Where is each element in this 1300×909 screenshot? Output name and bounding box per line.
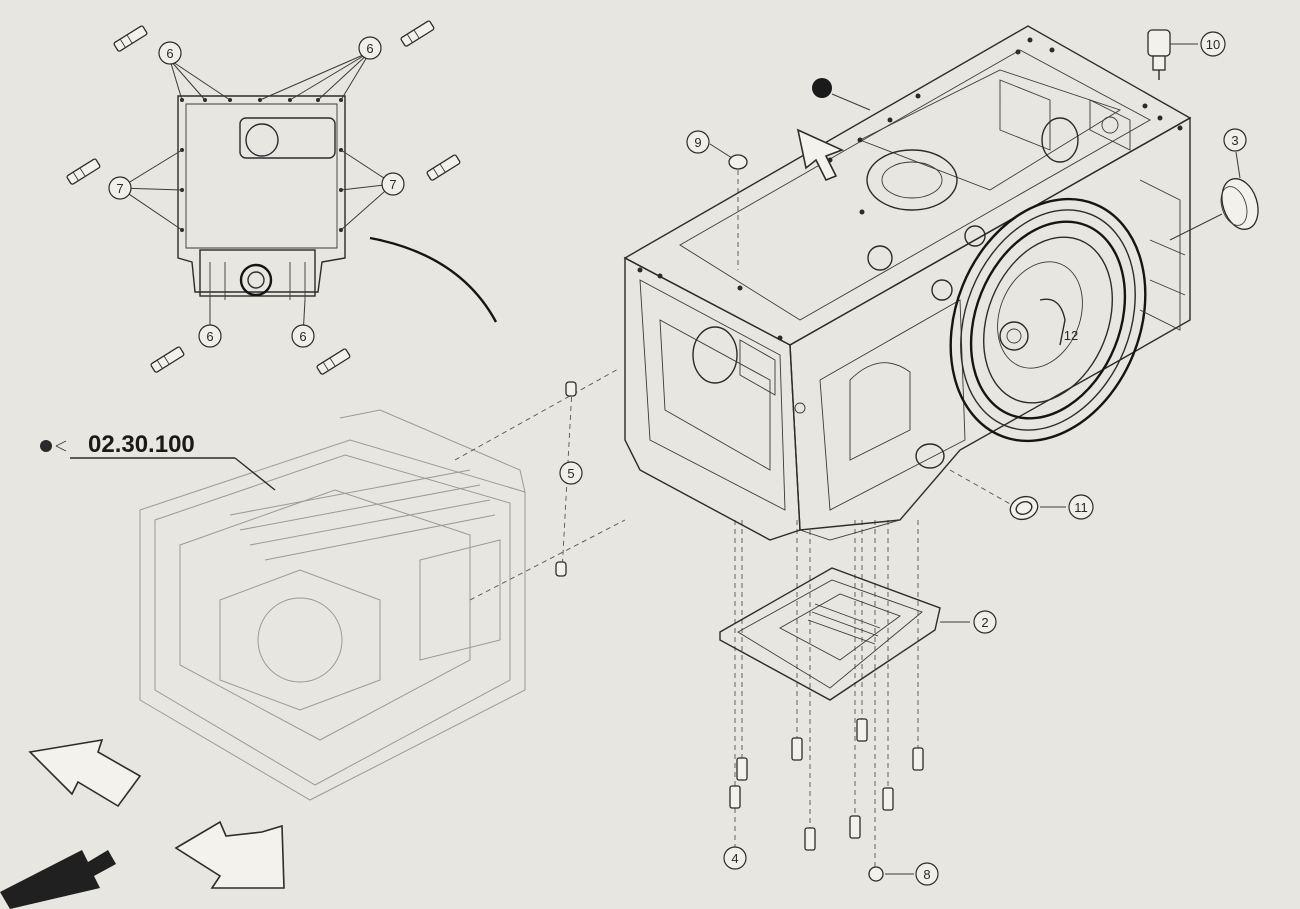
callout-11[interactable]: 11 — [1068, 494, 1094, 520]
svg-text:8: 8 — [923, 867, 930, 882]
callout-8[interactable]: 8 — [915, 862, 939, 886]
oil-pan-top-view — [177, 95, 346, 300]
arrow-down-right-icon[interactable] — [174, 820, 285, 889]
callout-10[interactable]: 10 — [1200, 31, 1226, 57]
callout-7b[interactable]: 7 — [381, 172, 405, 196]
sensor-part-10 — [1147, 29, 1198, 80]
svg-text:02.30.100: 02.30.100 — [88, 431, 195, 458]
mouse-pointer-icon — [0, 128, 845, 909]
drain-plug — [812, 78, 832, 98]
callout-6a[interactable]: 6 — [158, 41, 182, 65]
callout-6c[interactable]: 6 — [198, 324, 222, 348]
svg-text:11: 11 — [1074, 500, 1088, 515]
callout-9[interactable]: 9 — [686, 130, 710, 154]
dowel-pins — [555, 381, 577, 577]
svg-text:4: 4 — [731, 851, 738, 866]
callout-5[interactable]: 5 — [559, 461, 583, 485]
arrow-up-left-icon[interactable] — [28, 738, 142, 808]
bottom-bolts — [729, 718, 924, 882]
svg-text:7: 7 — [389, 177, 396, 192]
callout-2[interactable]: 2 — [973, 610, 997, 634]
svg-text:10: 10 — [1206, 37, 1220, 52]
svg-text:3: 3 — [1231, 133, 1238, 148]
callout-7a[interactable]: 7 — [108, 176, 132, 200]
seal-part-11 — [1009, 495, 1066, 521]
alignment-lines — [454, 170, 1013, 870]
section-reference-link[interactable]: 02.30.100 — [40, 431, 276, 491]
link-bullet-icon — [40, 440, 52, 452]
callout-6b[interactable]: 6 — [358, 36, 382, 60]
svg-text:7: 7 — [116, 181, 123, 196]
gasket-part-2 — [719, 567, 970, 701]
svg-text:6: 6 — [166, 46, 173, 61]
svg-text:6: 6 — [366, 41, 373, 56]
transmission-housing — [623, 25, 1192, 541]
svg-text:6: 6 — [206, 329, 213, 344]
callout-4[interactable]: 4 — [723, 846, 747, 870]
svg-text:2: 2 — [981, 615, 988, 630]
adjacent-assembly-ghost — [139, 409, 526, 801]
leader-lines-pan — [119, 51, 394, 337]
callout-12[interactable]: 12 — [1064, 328, 1078, 343]
callout-3[interactable]: 3 — [1223, 128, 1247, 152]
rotation-arc — [369, 236, 498, 323]
plug-part-9 — [728, 154, 748, 170]
svg-text:5: 5 — [567, 466, 574, 481]
svg-text:12: 12 — [1064, 328, 1078, 343]
callout-6d[interactable]: 6 — [291, 324, 315, 348]
svg-text:6: 6 — [299, 329, 306, 344]
cap-part-3 — [1169, 151, 1259, 241]
svg-text:9: 9 — [694, 135, 701, 150]
oil-pan-bolts — [66, 20, 461, 375]
